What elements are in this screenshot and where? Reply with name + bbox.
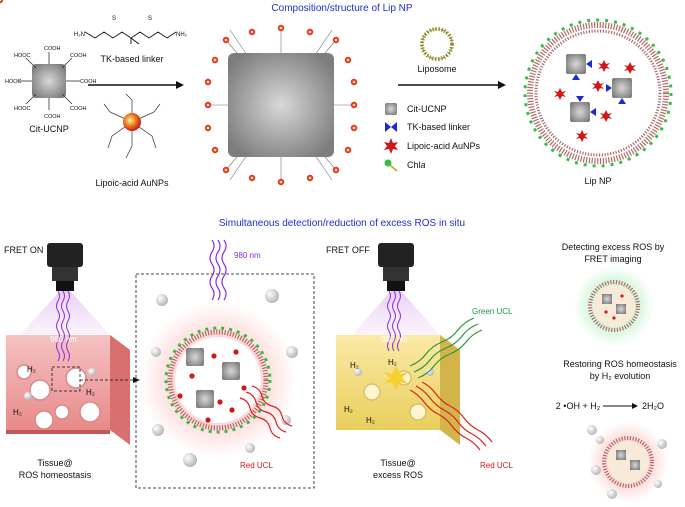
fret-on-label: FRET ON — [4, 245, 43, 255]
equation-left: 2 •OH + H₂ — [556, 401, 601, 411]
svg-text:S: S — [112, 16, 116, 22]
conjugate-particle — [0, 0, 354, 182]
h2-label: H₂ — [86, 388, 95, 397]
tissue1-label-line2: ROS homeostasis — [19, 470, 92, 480]
tissue2-label-line2: excess ROS — [373, 470, 423, 480]
cooh-label: COOH — [44, 46, 61, 52]
lipoic-aunps-label: Lipoic-acid AuNPs — [95, 178, 169, 188]
h2-label: H₂ — [27, 365, 36, 374]
red-ucl-waves-2 — [409, 381, 493, 451]
equation-right: 2H₂O — [642, 401, 664, 411]
legend-tk-linker: TK-based linker — [407, 122, 470, 132]
lipoic-aunp-particle — [103, 93, 161, 159]
svg-text:NH₂: NH₂ — [176, 32, 188, 38]
legend-ucnp-icon — [385, 103, 397, 115]
svg-text:S: S — [148, 16, 152, 22]
arrow-2 — [398, 81, 506, 89]
legend-lipoic-aunps: Lipoic-acid AuNPs — [407, 141, 481, 151]
green-glow-np — [574, 266, 654, 346]
red-ucl-label-2: Red UCL — [480, 461, 513, 470]
red-glow-np — [587, 422, 668, 502]
cit-ucnp-label: Cit-UCNP — [29, 124, 69, 134]
tissue-1 — [6, 335, 130, 445]
green-ucl-label: Green UCL — [472, 307, 513, 316]
detect-label-line1: Detecting excess ROS by — [562, 242, 665, 252]
zoomed-lip-np — [140, 289, 298, 467]
liposome-icon — [420, 27, 454, 61]
restore-label-line2: by H₂ evolution — [590, 371, 651, 381]
top-section-title: Composition/structure of Lip NP — [271, 3, 413, 14]
hooc-label: HOOC — [14, 53, 31, 59]
legend-tk-icon — [385, 122, 397, 132]
cooh-label: COOH — [80, 79, 97, 85]
hooc-label: HOOC — [5, 79, 22, 85]
nm-980-label-3: 980 nm — [381, 335, 408, 344]
laser-wave-2 — [209, 239, 227, 301]
tk-linker-label: TK-based linker — [100, 54, 163, 64]
liposome-label: Liposome — [417, 64, 456, 74]
fret-off-label: FRET OFF — [326, 245, 370, 255]
restore-label-line1: Restoring ROS homeostasis — [563, 359, 677, 369]
nm-980-label-1: 980 nm — [50, 335, 77, 344]
legend-aunp-icon — [384, 138, 398, 154]
legend: Cit-UCNP TK-based linker Lipoic-acid AuN… — [384, 103, 481, 172]
cooh-label: COOH — [70, 53, 87, 59]
bottom-section-title: Simultaneous detection/reduction of exce… — [219, 218, 465, 229]
detect-label-line2: FRET imaging — [584, 254, 641, 264]
cooh-label: COOH — [44, 114, 61, 120]
nm-980-label-2: 980 nm — [234, 251, 261, 260]
laser-1 — [20, 243, 110, 335]
cit-ucnp-particle: COOH HOOC COOH HOOC COOH HOOC COOH COOH — [5, 46, 97, 120]
green-ucl-waves — [409, 317, 483, 379]
equation-arrow — [603, 403, 638, 409]
h2-label: H₂ — [13, 408, 22, 417]
cooh-label: COOH — [70, 106, 87, 112]
zoom-box — [135, 273, 315, 489]
tissue2-label-line1: Tissue@ — [380, 458, 415, 468]
laser-wave-1 — [56, 290, 70, 362]
red-ucl-waves — [239, 385, 293, 439]
h2-label: H₂ — [388, 358, 397, 367]
tissue-2 — [336, 335, 460, 445]
red-ucl-label-1: Red UCL — [240, 461, 273, 470]
lip-np-label: Lip NP — [584, 176, 611, 186]
legend-chla: Chla — [407, 160, 426, 170]
lip-np-particle — [523, 18, 673, 168]
laser-2 — [352, 243, 440, 335]
tissue1-label-line1: Tissue@ — [37, 458, 72, 468]
hooc-label: HOOC — [14, 106, 31, 112]
tk-linker-structure — [84, 31, 177, 45]
arrow-1 — [88, 81, 184, 89]
h2-label: H₂ — [350, 361, 359, 370]
h2-label: H₂ — [344, 405, 353, 414]
laser-wave-3 — [387, 290, 401, 352]
legend-cit-ucnp: Cit-UCNP — [407, 104, 447, 114]
legend-chla-icon — [384, 159, 398, 172]
h2-label: H₂ — [366, 416, 375, 425]
svg-text:H₂N: H₂N — [74, 32, 85, 38]
